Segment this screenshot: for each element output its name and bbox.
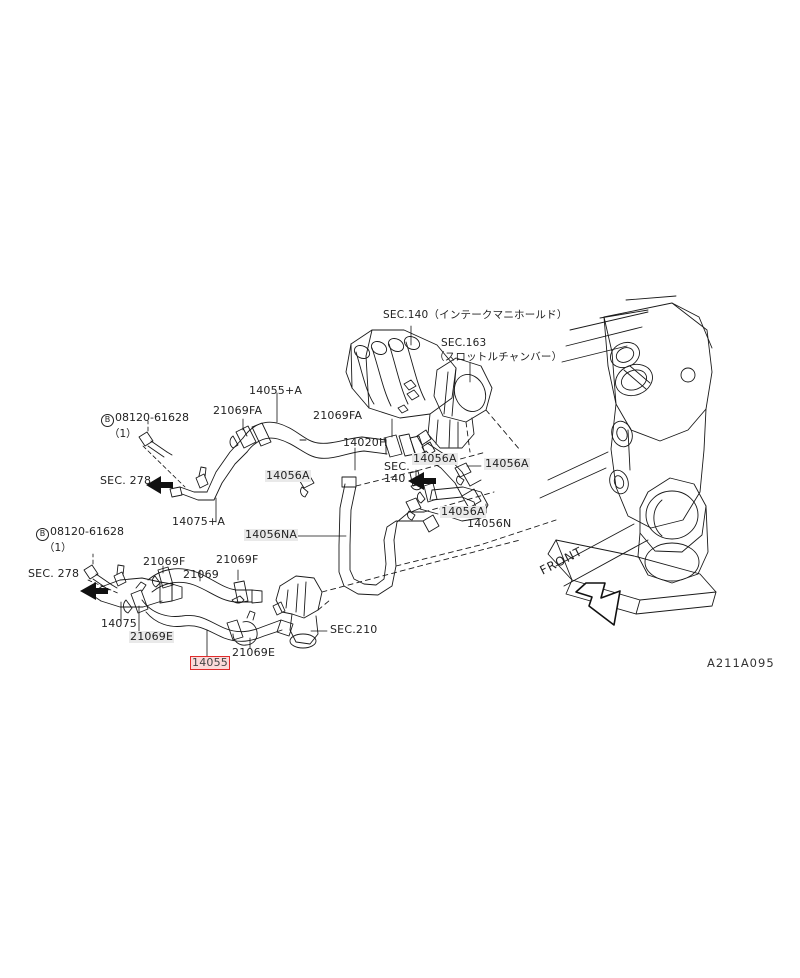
part-label-21069f-1: 21069F [143, 555, 186, 568]
bolt-lower-code: 08120-61628 [50, 525, 124, 538]
circled-b-icon-lower: B [36, 528, 49, 541]
sec140-arrow-line2: 140 [384, 472, 406, 485]
part-label-21069e-1: 21069E [129, 630, 175, 643]
part-label-14056a-3: 14056A [484, 457, 530, 470]
intake-manifold-artwork [345, 329, 521, 457]
bolt-upper-qty: （1） [109, 428, 137, 440]
part-label-14056na: 14056NA [244, 528, 299, 541]
part-label-14075: 14075 [101, 617, 137, 630]
part-label-14075a: 14075+A [172, 515, 226, 528]
upper-hose-assembly [169, 421, 482, 509]
section-callout-sec140: SEC.140（インテークマニホールド） [383, 309, 568, 321]
part-label-14056a-4: 14056A [440, 505, 486, 518]
part-label-21069e-2: 21069E [232, 646, 276, 659]
front-arrow [575, 582, 621, 626]
section-callout-sec278-lower: SEC. 278 [28, 568, 79, 580]
lower-hose-assembly [94, 539, 521, 649]
sec140-arrow-line1: SEC. [384, 460, 410, 473]
leader-lines [87, 325, 487, 658]
part-label-14056a-1: 14056A [265, 469, 311, 482]
bolt-lower-qty: （1） [44, 542, 72, 554]
sec278-upper-arrow [146, 476, 173, 494]
engine-block-artwork [539, 295, 717, 615]
section-callout-sec140-arrow-line2: 140 [384, 473, 406, 485]
sec140-code: SEC.140 [383, 309, 429, 321]
bolt-upper-code: 08120-61628 [115, 411, 189, 424]
circled-b-icon: B [101, 414, 114, 427]
part-label-14056n: 14056N [467, 517, 512, 530]
section-callout-sec278-upper: SEC. 278 [100, 475, 151, 487]
part-label-21069: 21069 [183, 568, 219, 581]
section-callout-sec163: SEC.163 [441, 337, 487, 349]
center-hose-assembly [338, 451, 557, 596]
part-label-21069fa-1: 21069FA [213, 404, 263, 417]
part-label-21069fa-2: 21069FA [313, 409, 363, 422]
part-label-21069f-2: 21069F [216, 553, 259, 566]
drawing-reference-number: A211A095 [707, 656, 775, 670]
section-callout-sec140-arrow-line1: SEC. [384, 461, 410, 473]
section-callout-sec163-japanese: （スロットルチャンバー） [434, 351, 563, 363]
sec278-lower-arrow [80, 582, 108, 600]
section-callout-sec210: SEC.210 [330, 624, 378, 636]
sec278-lower-code: SEC. 278 [28, 567, 80, 580]
part-label-14020h: 14020H [343, 436, 388, 449]
sec140-arrow [408, 472, 436, 490]
sec278-upper-code: SEC. 278 [100, 474, 152, 487]
sec140-japanese: （インテークマニホールド） [428, 309, 568, 321]
sec163-code: SEC.163 [441, 337, 487, 349]
part-label-14056a-2: 14056A [412, 452, 458, 465]
part-label-14055a: 14055+A [249, 384, 303, 397]
sec210-code: SEC.210 [330, 623, 378, 636]
sec163-japanese: （スロットルチャンバー） [434, 351, 563, 363]
part-label-14055-selected[interactable]: 14055 [190, 656, 230, 670]
bolt-upper-artwork [138, 431, 173, 458]
